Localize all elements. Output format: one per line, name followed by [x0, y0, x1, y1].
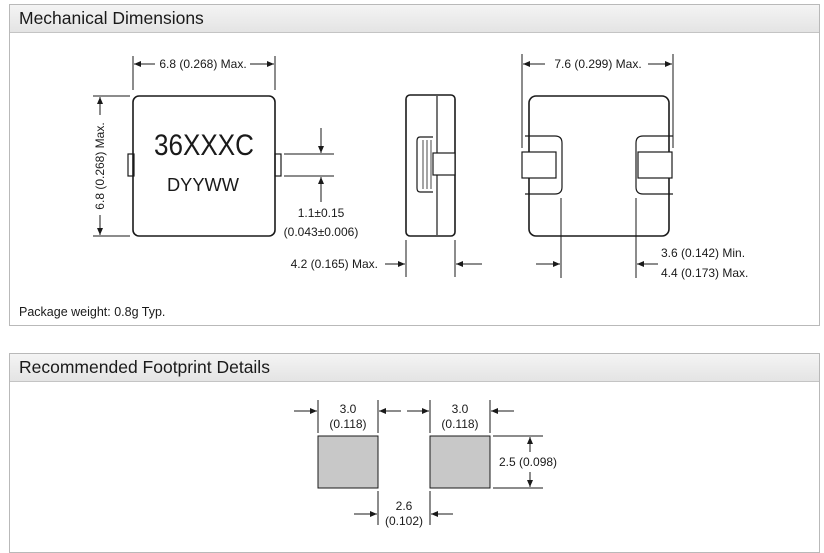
footprint-left-pad — [317, 435, 379, 489]
pad-spacing-min: 3.6 (0.142) Min. — [661, 246, 745, 260]
top-view-left-terminal — [127, 153, 135, 177]
gap-in: (0.102) — [385, 514, 423, 528]
thickness-label: 4.2 (0.165) Max. — [291, 257, 378, 271]
package-weight-note: Package weight: 0.8g Typ. — [19, 305, 166, 319]
part-marking: 36XXXC — [154, 129, 254, 162]
side-view — [385, 94, 482, 277]
bottom-width-label: 7.6 (0.299) Max. — [554, 57, 641, 71]
top-width-label: 6.8 (0.268) Max. — [159, 57, 246, 71]
pad-width-left-mm: 3.0 — [340, 402, 357, 416]
pad-width-left-in: (0.118) — [329, 417, 366, 431]
footprint-panel: Recommended Footprint Details — [9, 353, 820, 553]
pad-width-right-in: (0.118) — [441, 417, 478, 431]
footprint-drawing — [294, 400, 543, 525]
side-view-terminal — [432, 152, 456, 176]
gap-mm: 2.6 — [396, 499, 413, 513]
top-view — [93, 56, 334, 237]
footprint-title: Recommended Footprint Details — [10, 354, 819, 382]
top-view-body — [132, 95, 276, 237]
date-code: DYYWW — [167, 175, 239, 195]
top-height-label: 6.8 (0.268) Max. — [93, 122, 107, 209]
mechanical-dimensions-panel: Mechanical Dimensions — [9, 4, 820, 326]
bottom-view-left-pad — [525, 135, 563, 195]
bottom-view — [521, 54, 674, 278]
bottom-view-right-pad — [635, 135, 673, 195]
mechanical-dimensions-title: Mechanical Dimensions — [10, 5, 819, 33]
terminal-dim-in: (0.043±0.006) — [284, 225, 359, 239]
pad-width-right-mm: 3.0 — [452, 402, 469, 416]
terminal-dim-mm: 1.1±0.15 — [298, 206, 345, 220]
pad-spacing-max: 4.4 (0.173) Max. — [661, 266, 748, 280]
pad-height-label: 2.5 (0.098) — [499, 455, 557, 469]
top-view-right-terminal — [274, 153, 282, 177]
footprint-right-pad — [429, 435, 491, 489]
